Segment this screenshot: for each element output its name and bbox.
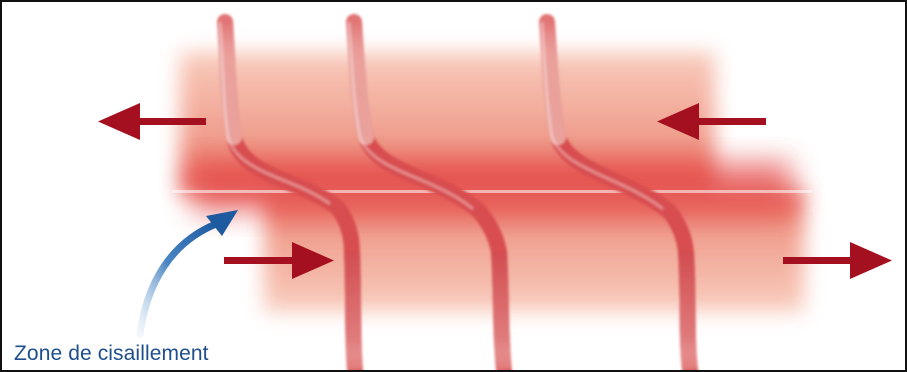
curved-arrow-icon	[140, 210, 238, 334]
shear-zone-label: Zone de cisaillement	[14, 342, 209, 366]
